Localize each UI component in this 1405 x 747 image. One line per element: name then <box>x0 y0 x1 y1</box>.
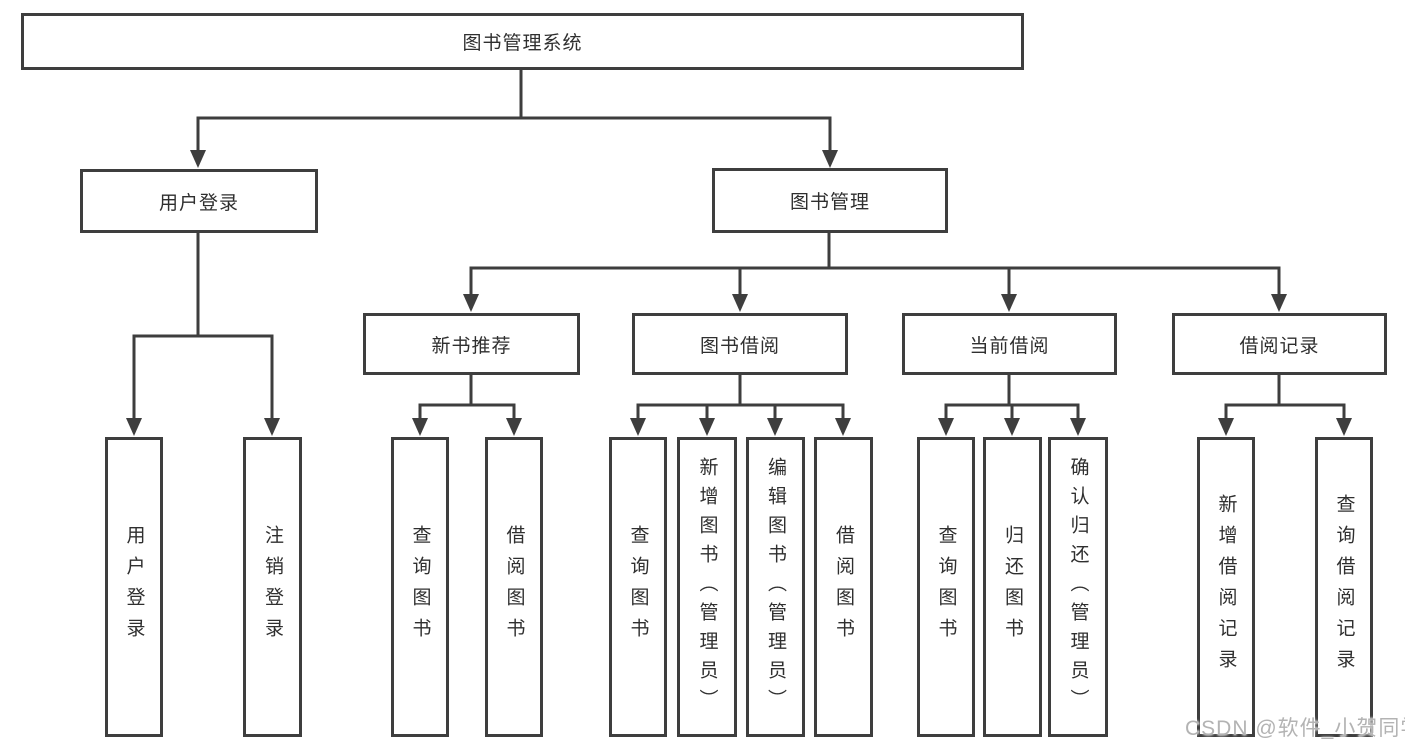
leaf-current-return-books-label: 归还图书 <box>1002 525 1023 649</box>
node-root-system: 图书管理系统 <box>21 13 1024 70</box>
leaf-records-add-record-label: 新增借阅记录 <box>1215 494 1237 680</box>
leaf-current-return-books: 归还图书 <box>983 437 1042 737</box>
leaf-current-query-books-label: 查询图书 <box>935 525 957 649</box>
node-user-login-label: 用户登录 <box>158 192 239 214</box>
node-book-borrowing-label: 图书借阅 <box>699 335 780 357</box>
leaf-user-login-label: 用户登录 <box>123 525 145 649</box>
node-current-borrowing: 当前借阅 <box>902 313 1117 375</box>
leaf-borrowing-query-books: 查询图书 <box>609 437 667 737</box>
node-new-book-recommend: 新书推荐 <box>363 313 580 375</box>
leaf-borrowing-edit-books-admin-label: 编辑图书（管理员） <box>765 456 786 718</box>
leaf-logout: 注销登录 <box>243 437 302 737</box>
arrowheads <box>126 150 1352 436</box>
leaf-borrowing-add-books-admin: 新增图书（管理员） <box>677 437 737 737</box>
leaf-records-query-record: 查询借阅记录 <box>1315 437 1373 737</box>
leaf-records-query-record-label: 查询借阅记录 <box>1333 494 1355 680</box>
leaf-recommend-query-books-label: 查询图书 <box>409 525 431 649</box>
leaf-recommend-borrow-books: 借阅图书 <box>485 437 543 737</box>
node-book-borrowing: 图书借阅 <box>632 313 848 375</box>
leaf-current-query-books: 查询图书 <box>917 437 975 737</box>
node-current-borrowing-label: 当前借阅 <box>969 335 1050 357</box>
leaf-borrowing-query-books-label: 查询图书 <box>627 525 649 649</box>
node-book-management: 图书管理 <box>712 168 948 233</box>
node-user-login: 用户登录 <box>80 169 318 233</box>
leaf-recommend-borrow-books-label: 借阅图书 <box>503 525 525 649</box>
leaf-borrowing-borrow-books-label: 借阅图书 <box>833 525 854 649</box>
leaf-current-confirm-return-admin: 确认归还（管理员） <box>1048 437 1108 737</box>
leaf-recommend-query-books: 查询图书 <box>391 437 449 737</box>
leaf-borrowing-borrow-books: 借阅图书 <box>814 437 873 737</box>
node-book-management-label: 图书管理 <box>789 192 870 213</box>
node-borrowing-records: 借阅记录 <box>1172 313 1387 375</box>
leaf-current-confirm-return-admin-label: 确认归还（管理员） <box>1067 456 1089 718</box>
leaf-borrowing-add-books-admin-label: 新增图书（管理员） <box>696 456 718 718</box>
node-new-book-recommend-label: 新书推荐 <box>431 335 512 357</box>
csdn-watermark: CSDN @软件_小贺同学 <box>1185 717 1405 740</box>
node-borrowing-records-label: 借阅记录 <box>1239 335 1320 357</box>
node-root-label: 图书管理系统 <box>462 33 583 54</box>
leaf-logout-label: 注销登录 <box>262 525 283 649</box>
leaf-user-login: 用户登录 <box>105 437 163 737</box>
leaf-records-add-record: 新增借阅记录 <box>1197 437 1255 737</box>
leaf-borrowing-edit-books-admin: 编辑图书（管理员） <box>746 437 805 737</box>
